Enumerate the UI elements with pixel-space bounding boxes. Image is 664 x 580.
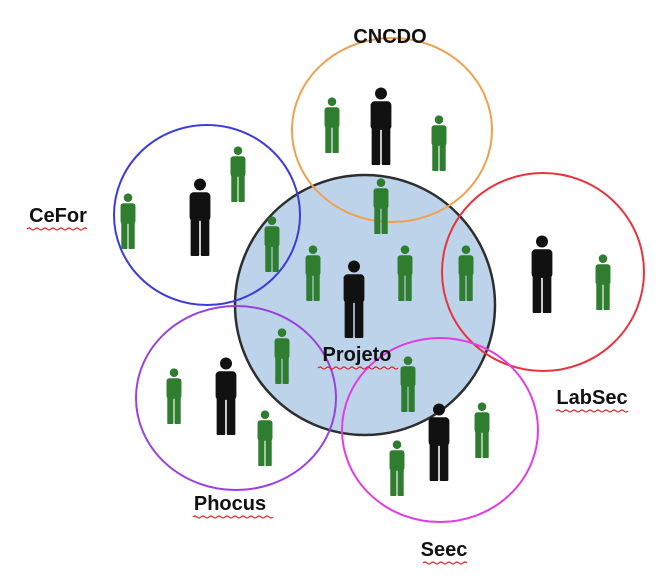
projeto-circle: [233, 173, 497, 437]
cefor-label: CeFor: [29, 205, 87, 227]
cefor-circle: [113, 124, 301, 306]
person-icon: [230, 146, 246, 202]
person-icon: [120, 193, 136, 249]
seec-circle: [341, 337, 539, 523]
seec-spellcheck-underline: [422, 561, 468, 565]
projeto-spellcheck-underline: [317, 366, 399, 370]
person-icon: [474, 402, 490, 458]
labsec-spellcheck-underline: [555, 409, 629, 413]
person-icon: [215, 357, 237, 435]
person-icon: [595, 254, 611, 310]
phocus-spellcheck-underline: [192, 515, 274, 519]
labsec-circle: [441, 172, 645, 372]
cefor-spellcheck-underline: [26, 227, 88, 231]
phocus-circle: [135, 305, 337, 491]
seec-label: Seec: [421, 539, 468, 561]
labsec-label: LabSec: [556, 387, 627, 409]
person-icon: [166, 368, 182, 424]
phocus-label: Phocus: [194, 493, 266, 515]
person-icon: [257, 410, 273, 466]
person-icon: [431, 115, 447, 171]
person-icon: [370, 87, 392, 165]
person-icon: [189, 178, 211, 256]
person-icon: [324, 97, 340, 153]
person-icon: [389, 440, 405, 496]
cncdo-label: CNCDO: [353, 26, 426, 48]
person-icon: [531, 235, 553, 313]
projeto-label: Projeto: [323, 344, 392, 366]
cncdo-circle: [291, 37, 493, 223]
